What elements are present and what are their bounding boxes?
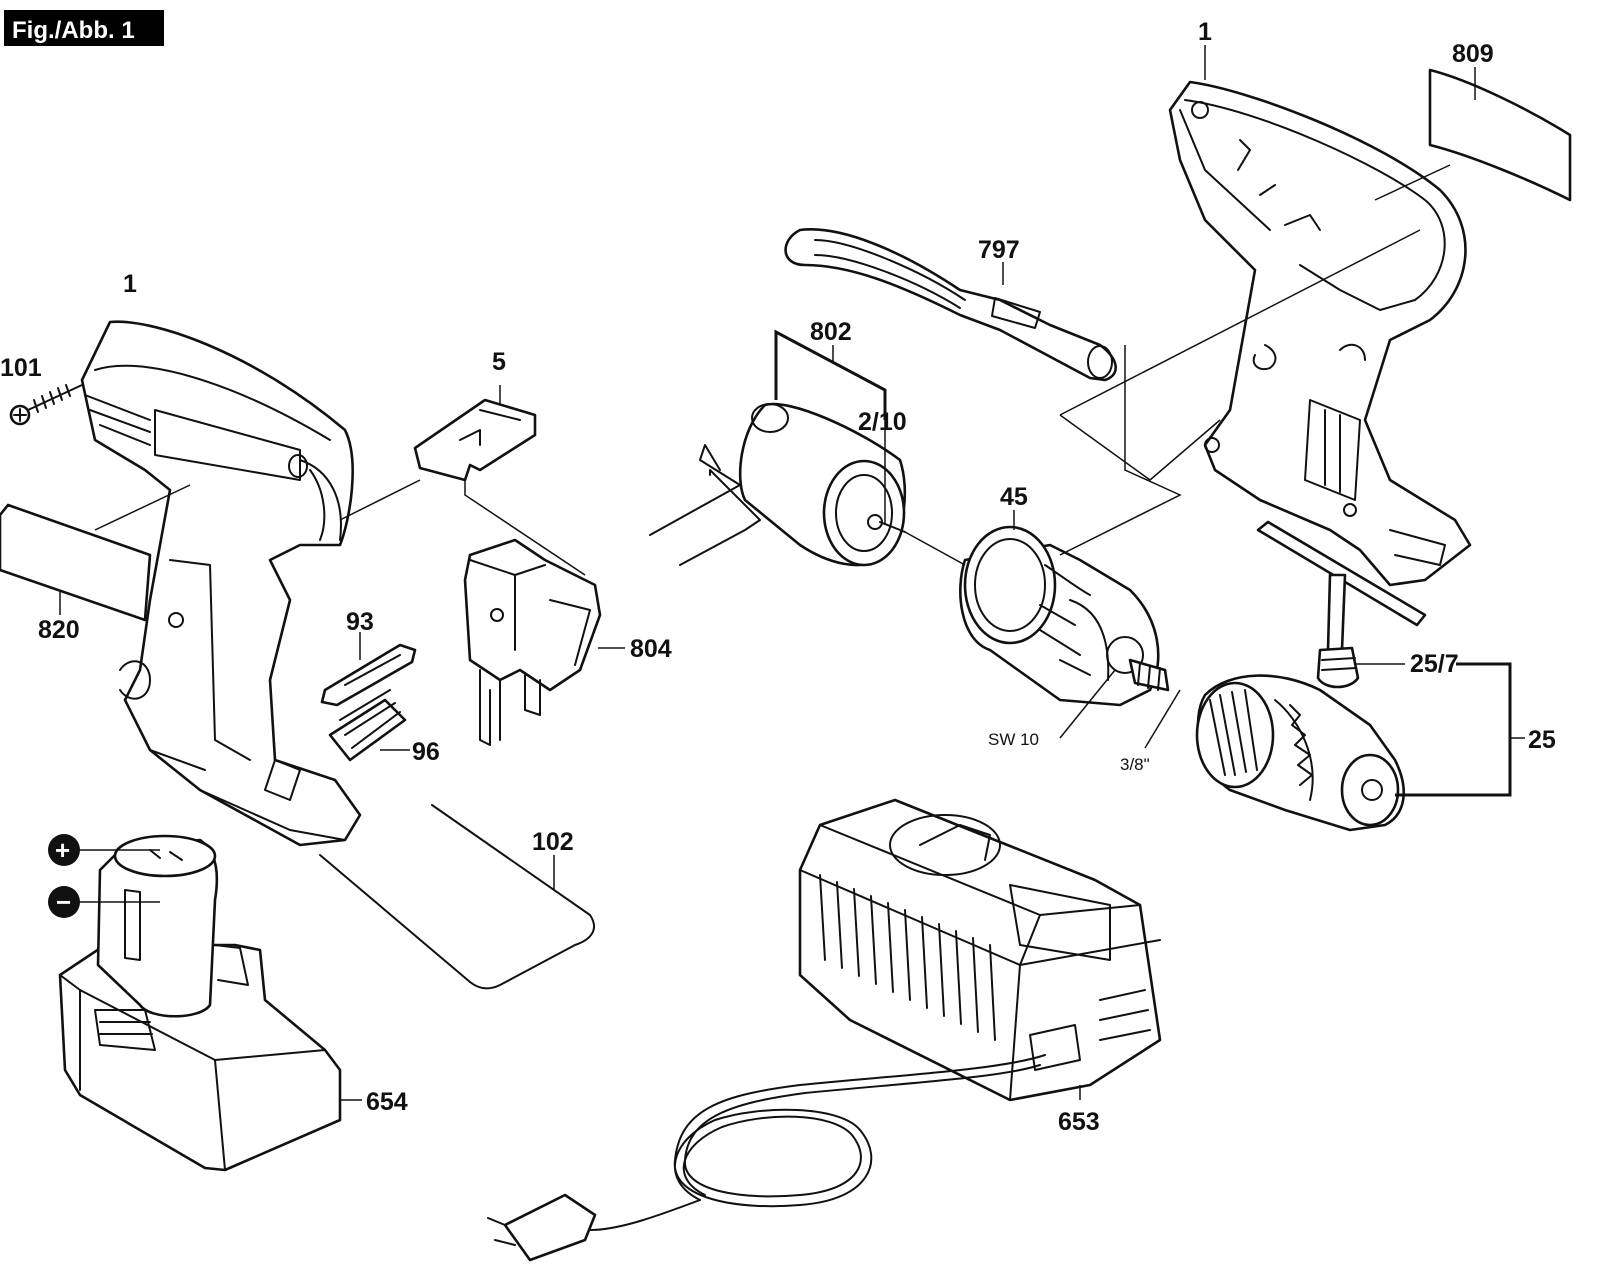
nameplate-right (1374, 67, 1572, 202)
switch-slider (339, 385, 586, 576)
wrist-strap (784, 228, 1117, 382)
plus-symbol: + (55, 835, 70, 865)
figure-title: Fig./Abb. 1 (12, 17, 135, 44)
label-wire-clip: 102 (532, 828, 574, 856)
housing-left-half (80, 320, 362, 847)
minus-symbol: − (56, 887, 71, 917)
label-wrench-size: SW 10 (988, 730, 1039, 749)
label-housing-left: 1 (123, 270, 137, 298)
label-switch: 804 (630, 635, 672, 663)
label-nameplate-right: 809 (1452, 40, 1494, 68)
polarity-plus-badge: + (48, 834, 80, 866)
drill-chuck (1195, 662, 1525, 832)
chuck-key (1256, 520, 1427, 689)
polarity-minus-badge: − (48, 886, 80, 918)
housing-right-half (1059, 45, 1472, 587)
label-housing-right: 1 (1198, 18, 1212, 46)
trigger-switch (463, 538, 625, 746)
motor-assembly (649, 329, 907, 567)
wire-clip (319, 804, 595, 990)
gearbox (904, 510, 1181, 749)
battery-charger (798, 798, 1162, 1102)
power-cord (487, 1054, 1046, 1262)
bit-holder (328, 689, 410, 762)
label-screw: 101 (0, 354, 42, 382)
label-spindle-thread: 3/8" (1120, 755, 1150, 774)
label-nameplate-left: 820 (38, 616, 80, 644)
label-battery-pack: 654 (366, 1088, 408, 1116)
label-switch-slider: 5 (492, 348, 506, 376)
label-gearbox: 45 (1000, 483, 1028, 511)
figure-title-badge: Fig./Abb. 1 (4, 10, 164, 46)
nameplate-left (0, 484, 191, 622)
label-motor-pinion: 2/10 (858, 408, 907, 436)
label-motor-assembly: 802 (810, 318, 852, 346)
label-bit: 93 (346, 608, 374, 636)
label-chuck-key: 25/7 (1410, 650, 1459, 678)
battery-pack (58, 834, 362, 1172)
screwdriver-bit (320, 632, 417, 707)
screw (9, 384, 83, 426)
label-charger: 653 (1058, 1108, 1100, 1136)
label-chuck-assembly: 25 (1528, 726, 1556, 754)
label-wrist-strap: 797 (978, 236, 1020, 264)
label-bit-holder: 96 (412, 738, 440, 766)
